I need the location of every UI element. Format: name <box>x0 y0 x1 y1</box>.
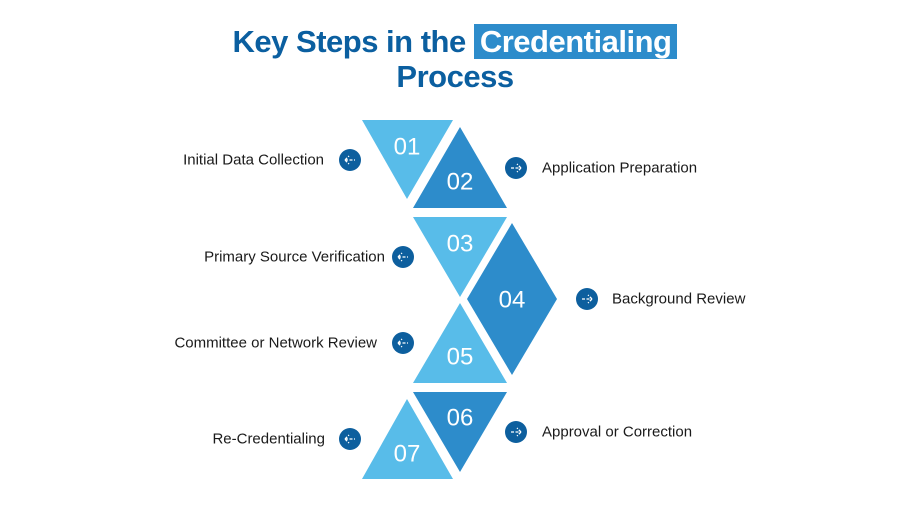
title-line-1: Key Steps in the Credentialing <box>0 24 910 60</box>
step-06-label: Approval or Correction <box>542 423 693 441</box>
step-04-label: Background Review <box>612 290 746 308</box>
step-04-number: 04 <box>499 286 526 313</box>
arrow-right-icon <box>505 421 527 443</box>
arrow-left-icon <box>339 149 361 171</box>
step-03-number: 03 <box>447 230 474 257</box>
title-prefix: Key Steps in the <box>232 24 467 59</box>
step-04-shape <box>467 223 557 375</box>
title-highlight: Credentialing <box>473 24 678 59</box>
step-02-shape <box>413 127 507 208</box>
arrow-left-icon <box>392 332 414 354</box>
step-07-shape <box>362 399 453 479</box>
step-06-shape <box>413 392 507 472</box>
step-07-number: 07 <box>394 440 421 467</box>
arrow-left-icon <box>339 428 361 450</box>
step-06-number: 06 <box>447 404 474 431</box>
step-07-label: Re-Credentialing <box>212 430 325 448</box>
step-02-label: Application Preparation <box>542 159 698 177</box>
step-01-number: 01 <box>394 133 421 160</box>
step-03-shape <box>413 217 507 297</box>
arrow-left-icon <box>392 246 414 268</box>
arrow-right-icon <box>505 157 527 179</box>
step-05-label: Committee or Network Review <box>174 334 377 352</box>
step-05-number: 05 <box>447 343 474 370</box>
step-05-shape <box>413 303 507 383</box>
step-01-label: Initial Data Collection <box>183 151 324 169</box>
step-01-shape <box>362 120 453 199</box>
title-line-2: Process <box>396 59 514 94</box>
arrow-right-icon <box>576 288 598 310</box>
step-02-number: 02 <box>447 168 474 195</box>
step-03-label: Primary Source Verification <box>204 248 385 266</box>
